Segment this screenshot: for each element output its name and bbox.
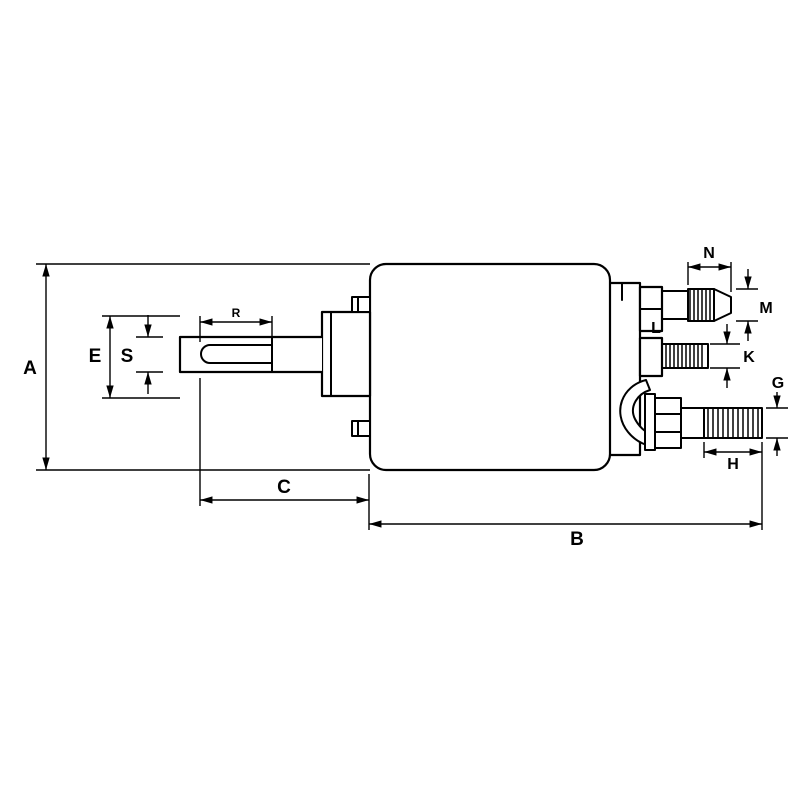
dimension-e [102, 315, 180, 399]
mounting-bolt [644, 393, 763, 451]
dim-label-s: S [121, 346, 134, 367]
dim-label-h: H [727, 456, 739, 473]
dim-label-n: N [703, 245, 715, 262]
dimension-s [136, 315, 163, 394]
thread-lines-top [689, 288, 711, 322]
dimension-c [199, 378, 370, 530]
dimension-m [736, 269, 758, 341]
dimension-a [36, 263, 370, 471]
dimension-h [703, 442, 762, 458]
dim-label-g: G [772, 375, 784, 392]
dim-label-r: R [232, 306, 241, 320]
thread-lines-bolt [707, 407, 759, 439]
front-bracket [320, 310, 372, 398]
dim-label-c: C [277, 477, 291, 498]
dim-label-m: M [759, 300, 772, 317]
dim-label-e: E [89, 346, 102, 367]
dimension-r [199, 316, 273, 342]
dim-label-a: A [23, 358, 37, 379]
front-mount-pins [351, 296, 371, 437]
plunger-shaft [178, 335, 324, 374]
dim-label-b: B [570, 529, 584, 550]
terminal-stud-top [638, 285, 732, 333]
dim-label-l: L [651, 320, 661, 337]
terminal-stud-middle [638, 336, 709, 378]
solenoid-body [368, 262, 612, 472]
dimension-g [766, 392, 788, 456]
dimension-n [687, 262, 732, 292]
dim-label-k: K [743, 349, 755, 366]
dimension-b [369, 442, 763, 530]
thread-lines-middle [665, 343, 703, 369]
dimension-k [710, 324, 740, 388]
